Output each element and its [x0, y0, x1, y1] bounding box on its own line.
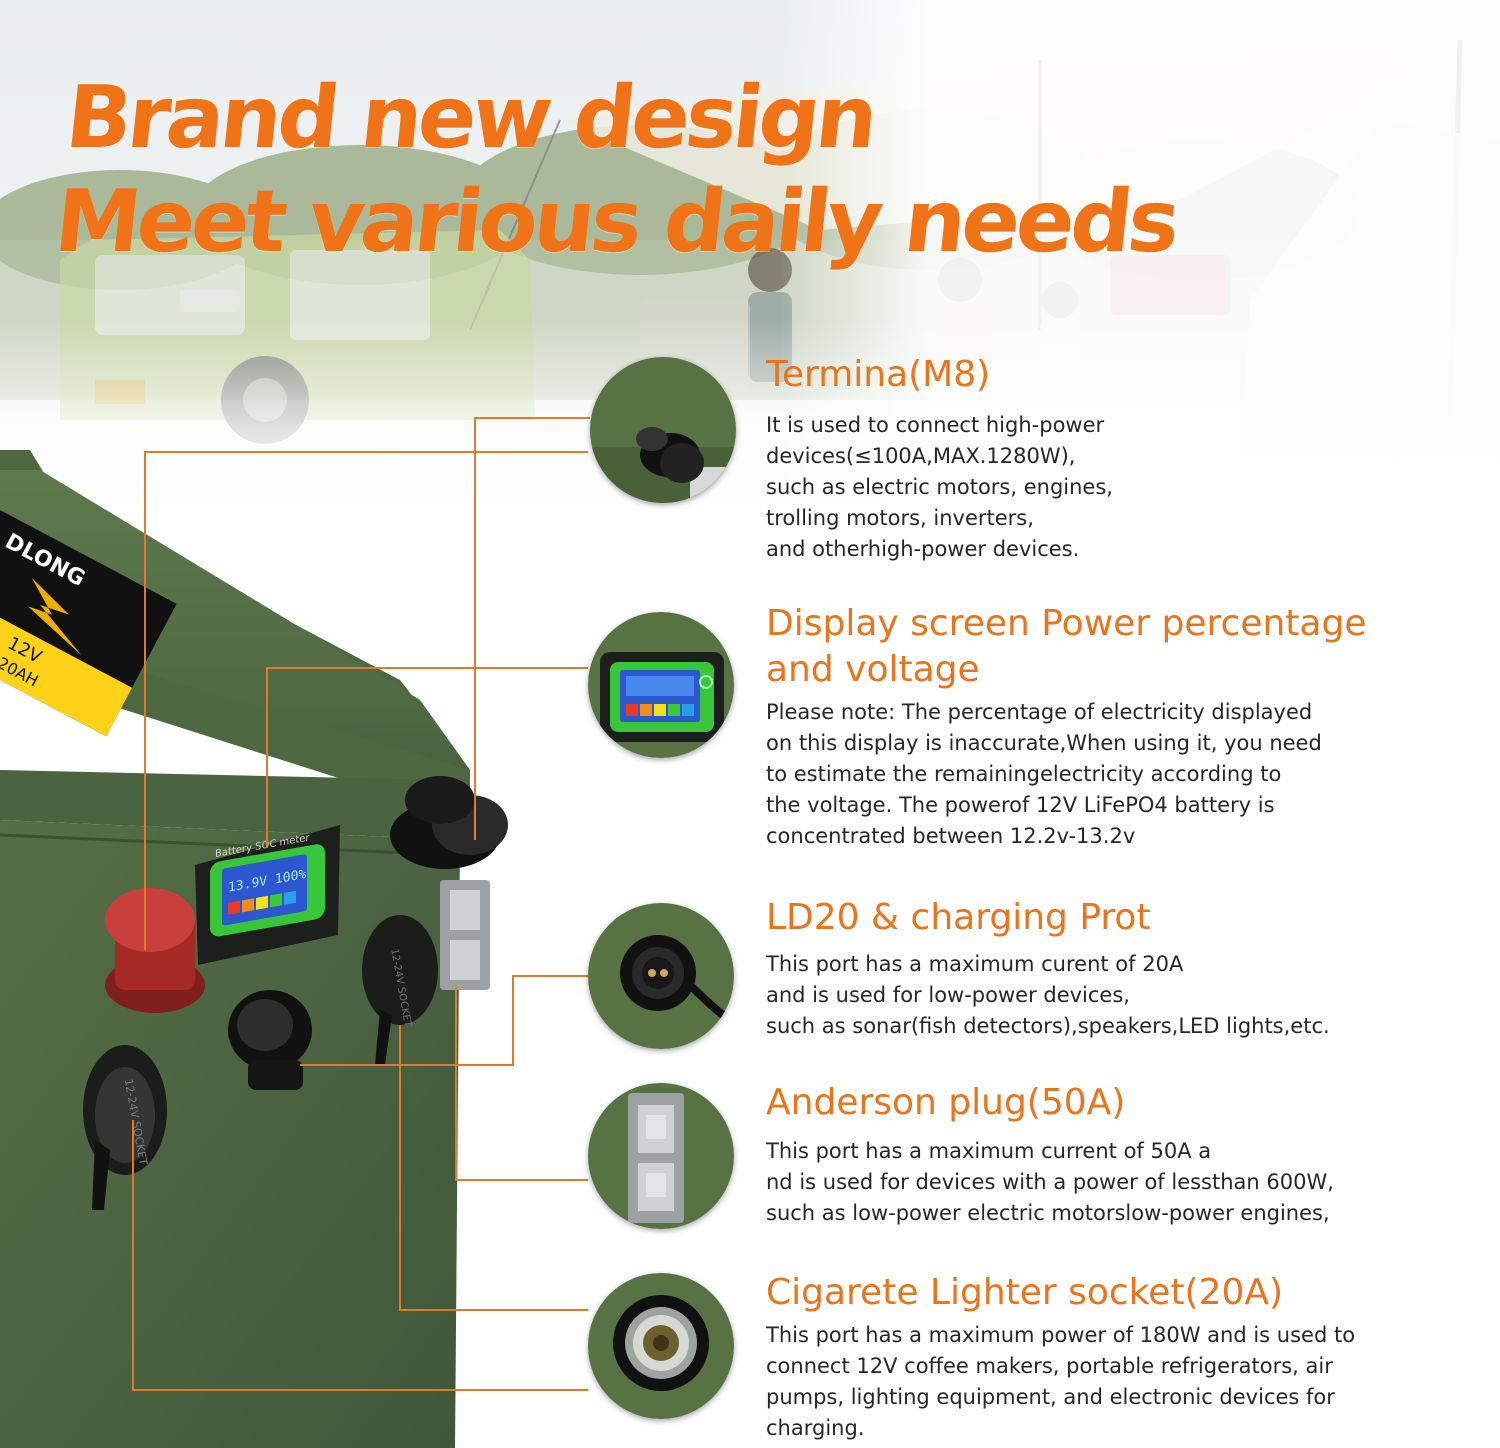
- feature-ld20-description: This port has a maximum curent of 20A an…: [766, 952, 1330, 1038]
- feature-cigarette-socket-description: This port has a maximum power of 180W an…: [766, 1323, 1356, 1440]
- anderson-side: [440, 880, 490, 990]
- anderson-plug-icon: [588, 1083, 734, 1229]
- feature-display-description: Please note: The percentage of electrici…: [766, 700, 1322, 848]
- feature-display-title: Display screen Power percentage and volt…: [766, 603, 1367, 690]
- battery-box-illustration: DLONG 12V 120AH 13.9V 100% Battery SOC m…: [0, 450, 508, 1448]
- feature-terminal-title: Termina(M8): [766, 354, 991, 395]
- feature-cigarette-socket: Cigarete Lighter socket(20A) This port h…: [766, 1270, 1456, 1444]
- ld20-cap: [228, 990, 312, 1090]
- headline: Brand new design Meet various daily need…: [50, 66, 1192, 274]
- feature-terminal: Termina(M8) It is used to connect high-p…: [766, 352, 1456, 565]
- headline-line-1: Brand new design: [61, 68, 879, 168]
- ld20-port-icon: [588, 903, 734, 1049]
- battery-meter-icon: [588, 612, 734, 758]
- terminal-bolt-icon: [590, 357, 736, 503]
- feature-display: Display screen Power percentage and volt…: [766, 601, 1456, 852]
- feature-terminal-description: It is used to connect high-power devices…: [766, 413, 1113, 561]
- feature-anderson-description: This port has a maximum current of 50A a…: [766, 1139, 1334, 1225]
- feature-anderson-title: Anderson plug(50A): [766, 1082, 1126, 1123]
- feature-ld20: LD20 & charging Prot This port has a max…: [766, 895, 1456, 1042]
- feature-ld20-title: LD20 & charging Prot: [766, 897, 1151, 938]
- feature-anderson: Anderson plug(50A) This port has a maxim…: [766, 1080, 1456, 1229]
- feature-cigarette-socket-title: Cigarete Lighter socket(20A): [766, 1272, 1284, 1313]
- headline-line-2: Meet various daily needs: [50, 172, 1181, 272]
- cigarette-socket-icon: [588, 1273, 734, 1419]
- red-terminal: [105, 888, 205, 1013]
